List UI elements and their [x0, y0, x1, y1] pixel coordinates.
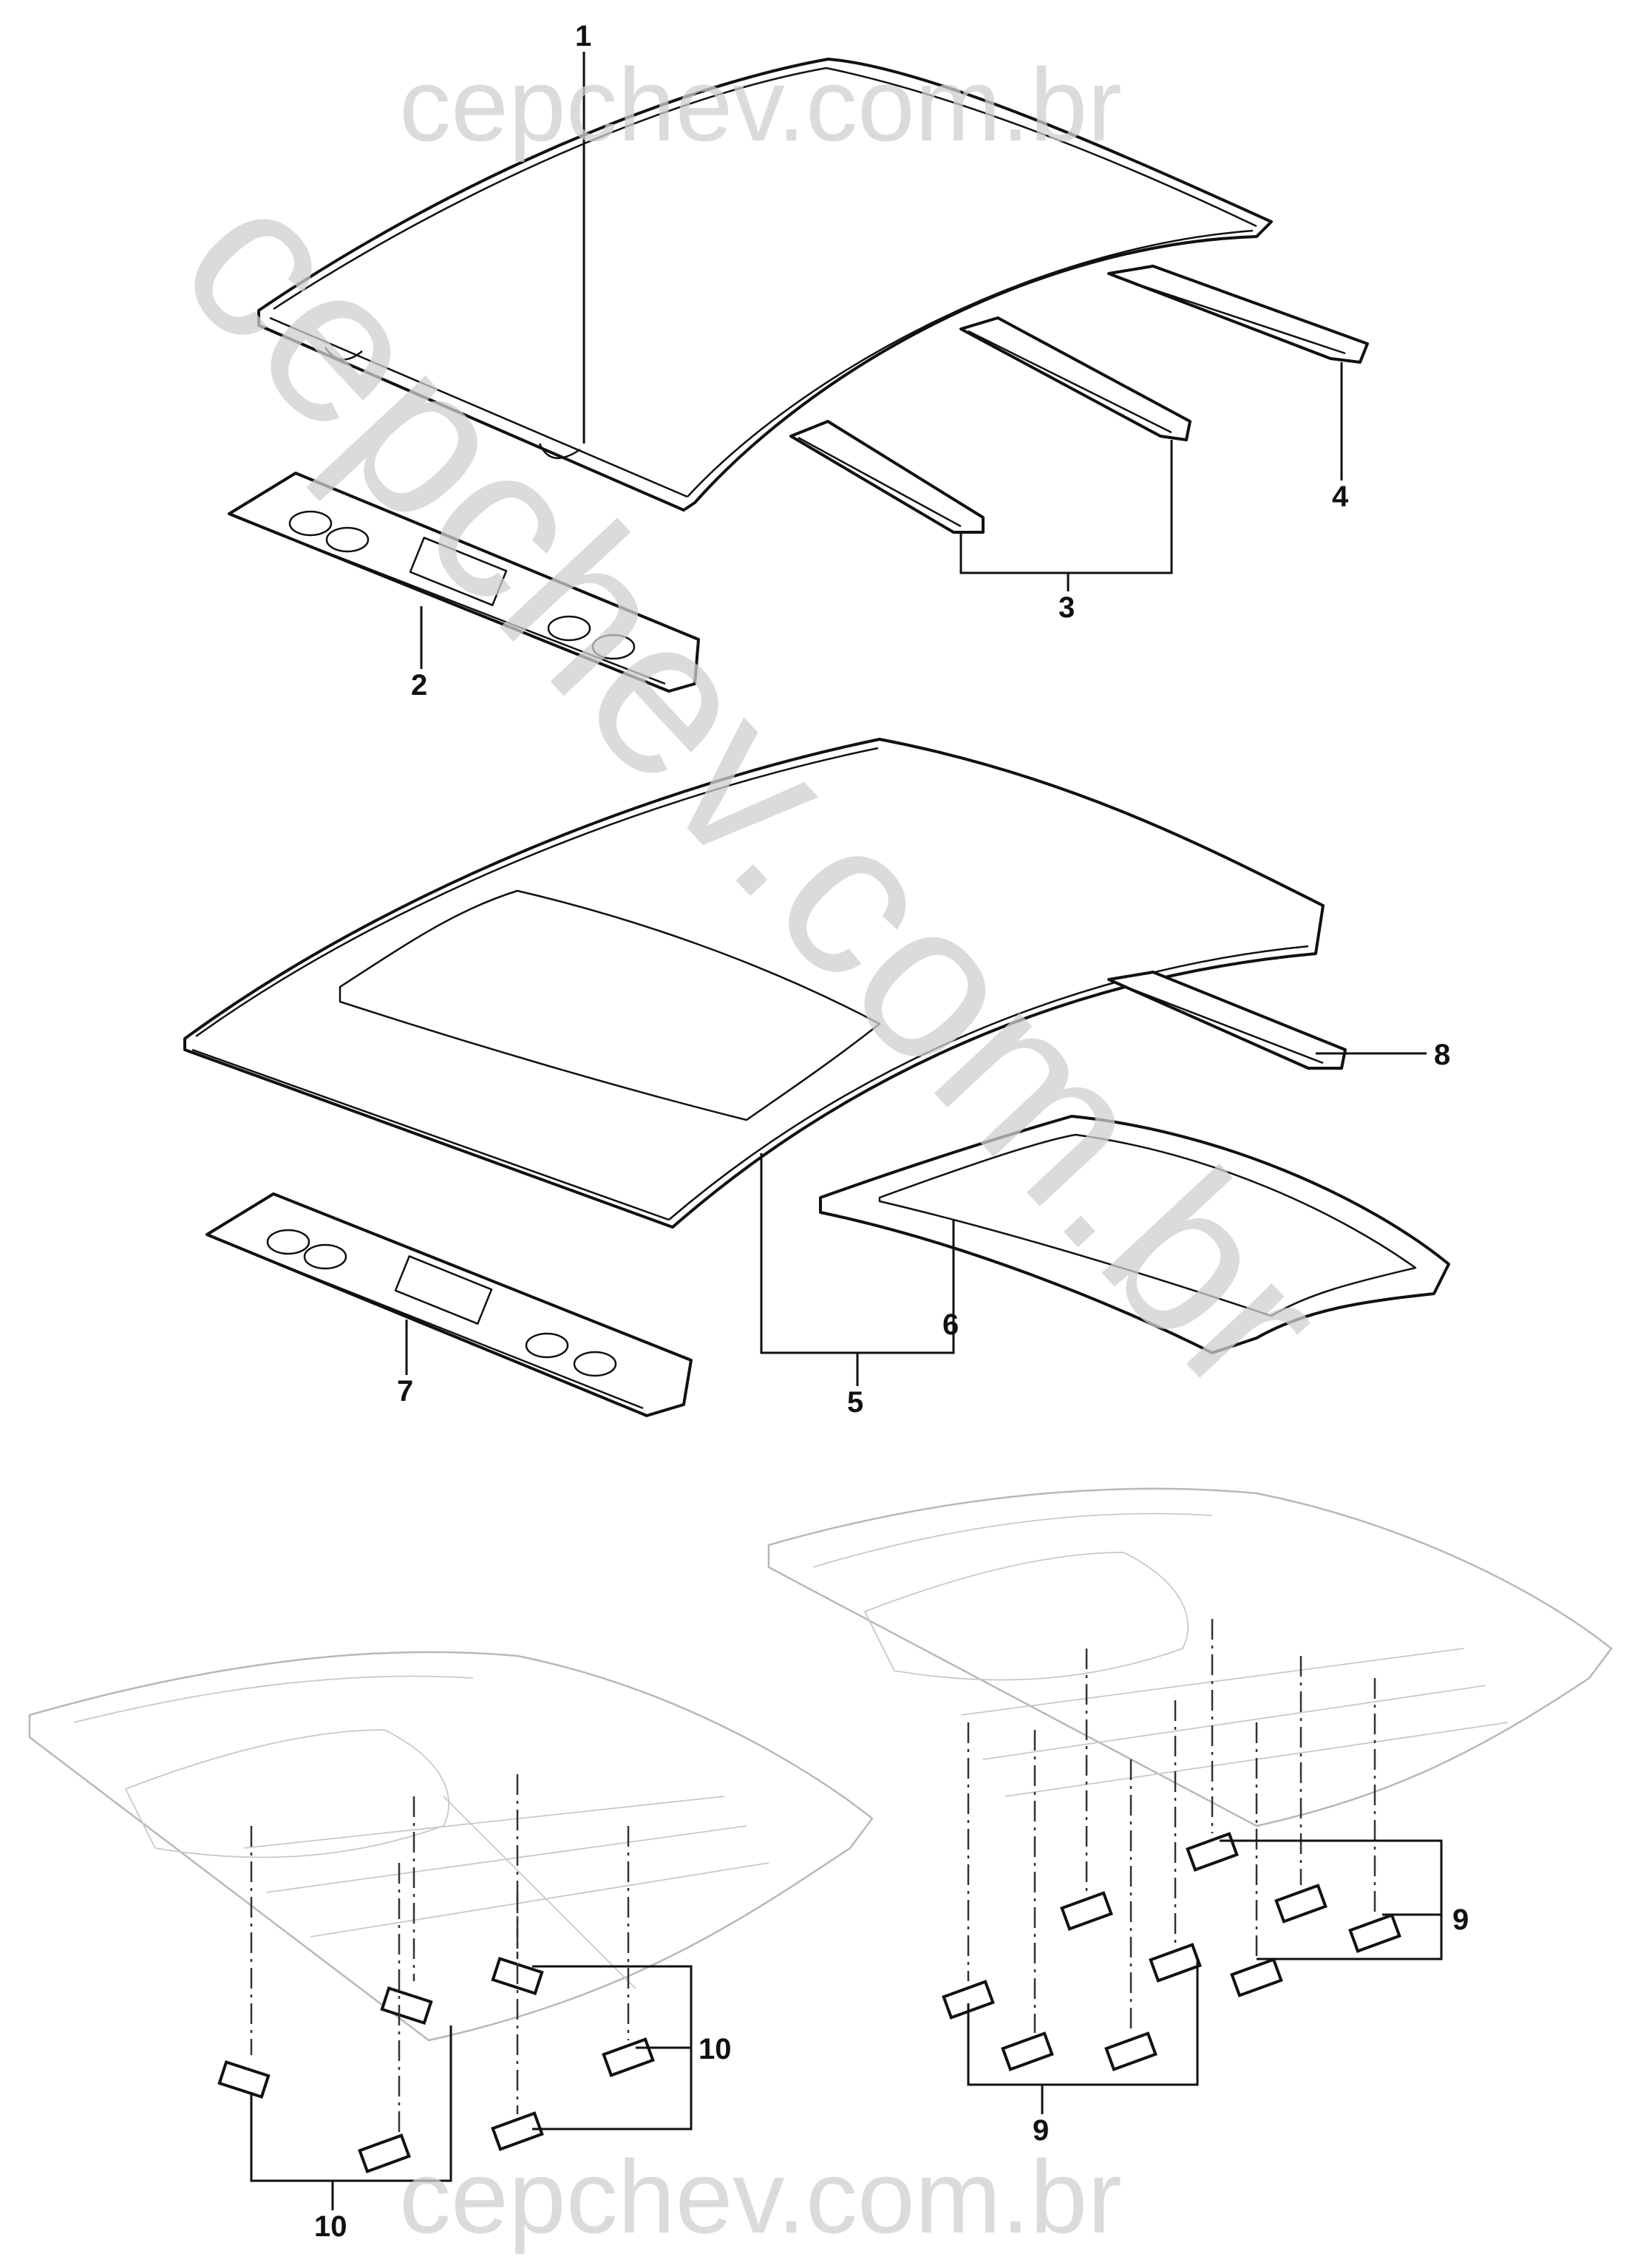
callout-6: 6 — [942, 1308, 959, 1341]
callout-10-bottom: 10 — [314, 2210, 347, 2243]
front-header-panel — [228, 472, 700, 693]
callout-7: 7 — [397, 1375, 413, 1408]
sunroof-roof-panel — [183, 738, 1325, 1229]
sunroof-front-header-panel — [205, 1192, 693, 1417]
rear-roof-rail — [1107, 265, 1369, 364]
callout-9-bottom: 9 — [1033, 2114, 1049, 2147]
ghost-roof-assembly-left — [28, 1651, 874, 2042]
callout-8: 8 — [1434, 1039, 1450, 1071]
watermark-top: cepchev.com.br — [399, 47, 1122, 163]
callout-10-right: 10 — [698, 2033, 732, 2065]
callout-1: 1 — [575, 20, 591, 52]
roof-bows — [789, 316, 1192, 534]
assembly-lines — [250, 1619, 1376, 2136]
watermark-bottom: cepchev.com.br — [399, 2139, 1122, 2255]
callout-3: 3 — [1058, 591, 1075, 624]
callout-5: 5 — [847, 1386, 863, 1419]
ghost-roof-assembly-right — [767, 1487, 1613, 1827]
roof-panel — [257, 58, 1273, 512]
leader-lines — [250, 52, 1443, 2210]
callout-9-right: 9 — [1452, 1904, 1469, 1936]
callout-labels: 1 2 3 4 5 6 7 8 9 9 10 10 — [314, 20, 1469, 2243]
sunroof-rear-rail — [1107, 971, 1347, 1070]
sunroof-frame — [819, 1115, 1450, 1354]
callout-4: 4 — [1332, 481, 1349, 513]
roof-pads-right — [942, 1832, 1401, 2071]
callout-2: 2 — [411, 669, 427, 702]
roof-pads-left — [217, 1956, 655, 2173]
